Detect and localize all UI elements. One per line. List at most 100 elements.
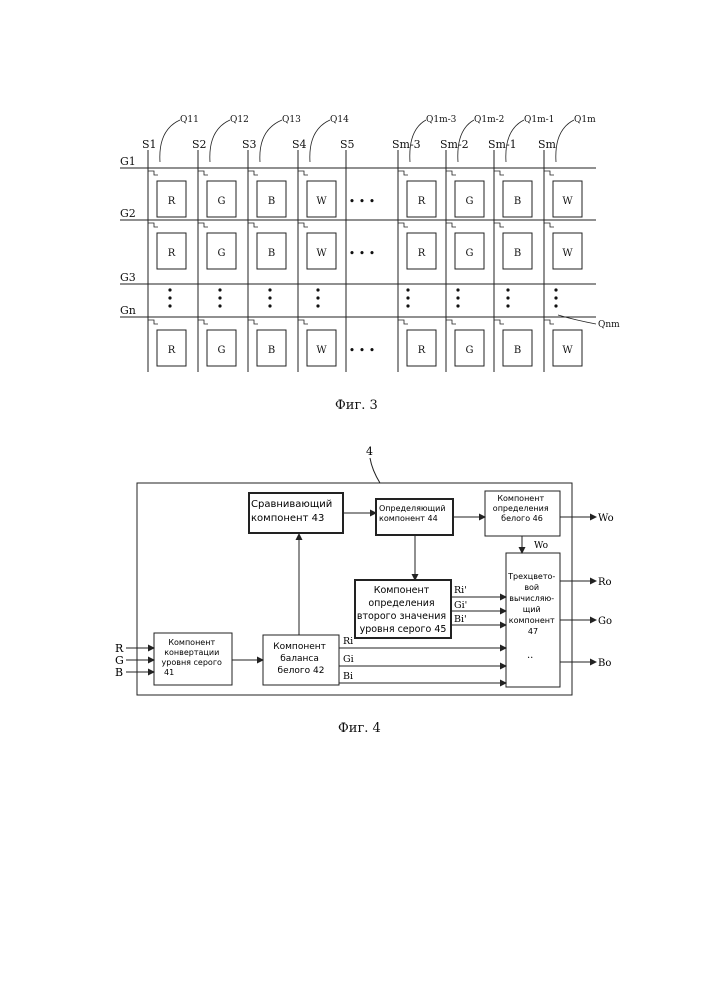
block-47-line: вой bbox=[524, 583, 539, 592]
transistor-label: Q1m bbox=[574, 115, 596, 125]
signal-bi-prime: Bi' bbox=[454, 614, 467, 625]
svg-text:Компонент определения: Компонент определения второго значения у… bbox=[357, 585, 449, 635]
vertical-dot bbox=[218, 304, 221, 307]
pixel-color-label: G bbox=[218, 196, 226, 207]
tft-stub bbox=[148, 223, 158, 227]
output-wo-label: Wo bbox=[598, 513, 614, 524]
signal-ri: Ri bbox=[343, 636, 353, 647]
block-41-line: конвертации bbox=[164, 648, 219, 657]
transistor-label: Q14 bbox=[330, 115, 349, 125]
pixel-color-label: W bbox=[562, 345, 573, 356]
transistor-label: Q13 bbox=[282, 115, 301, 125]
svg-text:Компонент определения: Компонент определения белого 46 bbox=[493, 494, 551, 523]
transistor-label: Qnm bbox=[598, 320, 620, 330]
source-label: S2 bbox=[192, 138, 207, 151]
source-label: Sm-1 bbox=[488, 138, 517, 151]
pixel-color-label: B bbox=[268, 196, 275, 207]
transistor-label: Q12 bbox=[230, 115, 249, 125]
pixel-array-figure: G1G2G3GnS1S2S3S4S5Sm-3Sm-2Sm-1SmQ11Q12Q1… bbox=[0, 100, 707, 390]
vertical-dot bbox=[268, 288, 271, 291]
tft-stub bbox=[198, 223, 208, 227]
tft-stub bbox=[298, 320, 308, 324]
pixel-color-label: R bbox=[418, 248, 426, 259]
signal-gi: Gi bbox=[343, 654, 354, 665]
block-45-line: второго значения bbox=[357, 611, 446, 622]
source-label: Sm bbox=[538, 138, 557, 151]
pixel-color-label: W bbox=[562, 248, 573, 259]
tft-stub bbox=[248, 320, 258, 324]
transistor-label: Q1m-3 bbox=[426, 115, 457, 125]
pixel-color-label: B bbox=[514, 248, 521, 259]
vertical-dot bbox=[406, 288, 409, 291]
gate-label: G3 bbox=[120, 271, 136, 284]
source-label: S3 bbox=[242, 138, 257, 151]
tft-stub bbox=[544, 171, 554, 175]
block-46-line: определения bbox=[493, 504, 549, 513]
pixel-color-label: G bbox=[466, 345, 474, 356]
block-41-line: 41 bbox=[164, 668, 174, 677]
block-45-line: уровня серого 45 bbox=[360, 624, 447, 635]
figure-3-caption: Фиг. 3 bbox=[335, 398, 378, 413]
pixel-color-label: W bbox=[316, 345, 327, 356]
svg-text:Трехцвето- вой вычисля: Трехцвето- вой вычисляю- щий компонент 4… bbox=[507, 572, 558, 636]
tft-stub bbox=[198, 320, 208, 324]
tft-stub bbox=[544, 223, 554, 227]
vertical-dot bbox=[268, 304, 271, 307]
vertical-dot bbox=[506, 304, 509, 307]
signal-gi-prime: Gi' bbox=[454, 600, 467, 611]
svg-text:Компонент баланса бело: Компонент баланса белого 42 bbox=[273, 642, 329, 676]
tft-stub bbox=[298, 171, 308, 175]
transistor-leader bbox=[558, 315, 596, 324]
pixel-color-label: W bbox=[316, 196, 327, 207]
vertical-dot bbox=[506, 296, 509, 299]
pixel-color-label: R bbox=[168, 345, 176, 356]
transistor-leader bbox=[556, 120, 574, 162]
tft-stub bbox=[544, 320, 554, 324]
tft-stub bbox=[494, 171, 504, 175]
transistor-leader bbox=[260, 120, 282, 162]
pixel-color-label: B bbox=[268, 345, 275, 356]
block-44-line: Определяющий bbox=[379, 504, 446, 513]
block-47-line: компонент bbox=[509, 616, 555, 625]
tft-stub bbox=[298, 223, 308, 227]
pixel-color-label: B bbox=[268, 248, 275, 259]
block-47-line: Трехцвето- bbox=[507, 572, 555, 581]
block-43-line: компонент 43 bbox=[251, 513, 324, 524]
tft-stub bbox=[148, 320, 158, 324]
transistor-leader bbox=[210, 120, 230, 162]
transistor-leader bbox=[310, 120, 330, 162]
block-47-line: 47 bbox=[528, 627, 538, 636]
pixel-color-label: B bbox=[514, 196, 521, 207]
vertical-dot bbox=[456, 288, 459, 291]
source-label: S4 bbox=[292, 138, 307, 151]
vertical-dot bbox=[406, 304, 409, 307]
pixel-color-label: G bbox=[218, 248, 226, 259]
block-43-line: Сравнивающий bbox=[251, 499, 332, 510]
frame-reference-leader bbox=[370, 458, 380, 483]
tft-stub bbox=[398, 320, 408, 324]
tft-stub bbox=[198, 171, 208, 175]
input-b-label: B bbox=[115, 666, 123, 679]
ellipsis: • • • bbox=[349, 247, 375, 260]
block-47-line: вычисляю- bbox=[509, 594, 554, 603]
block-45-line: Компонент bbox=[374, 585, 430, 596]
vertical-dot bbox=[554, 296, 557, 299]
vertical-dot bbox=[168, 304, 171, 307]
vertical-dot bbox=[406, 296, 409, 299]
block-42-line: баланса bbox=[280, 654, 319, 664]
vertical-dot bbox=[218, 296, 221, 299]
pixel-color-label: B bbox=[514, 345, 521, 356]
wo-internal-label: Wo bbox=[534, 541, 548, 551]
transistor-leader bbox=[160, 120, 180, 162]
source-label: S1 bbox=[142, 138, 157, 151]
block-46-line: белого 46 bbox=[501, 514, 543, 523]
output-bo-label: Bo bbox=[598, 658, 611, 669]
vertical-dot bbox=[554, 288, 557, 291]
tft-stub bbox=[446, 320, 456, 324]
ellipsis: • • • bbox=[349, 195, 375, 208]
gate-label: G2 bbox=[120, 207, 136, 220]
tft-stub bbox=[446, 223, 456, 227]
block-diagram-figure: 4 R G B Компонент конвертации уровня сер… bbox=[0, 440, 707, 710]
pixel-color-label: R bbox=[418, 345, 426, 356]
vertical-dot bbox=[316, 296, 319, 299]
